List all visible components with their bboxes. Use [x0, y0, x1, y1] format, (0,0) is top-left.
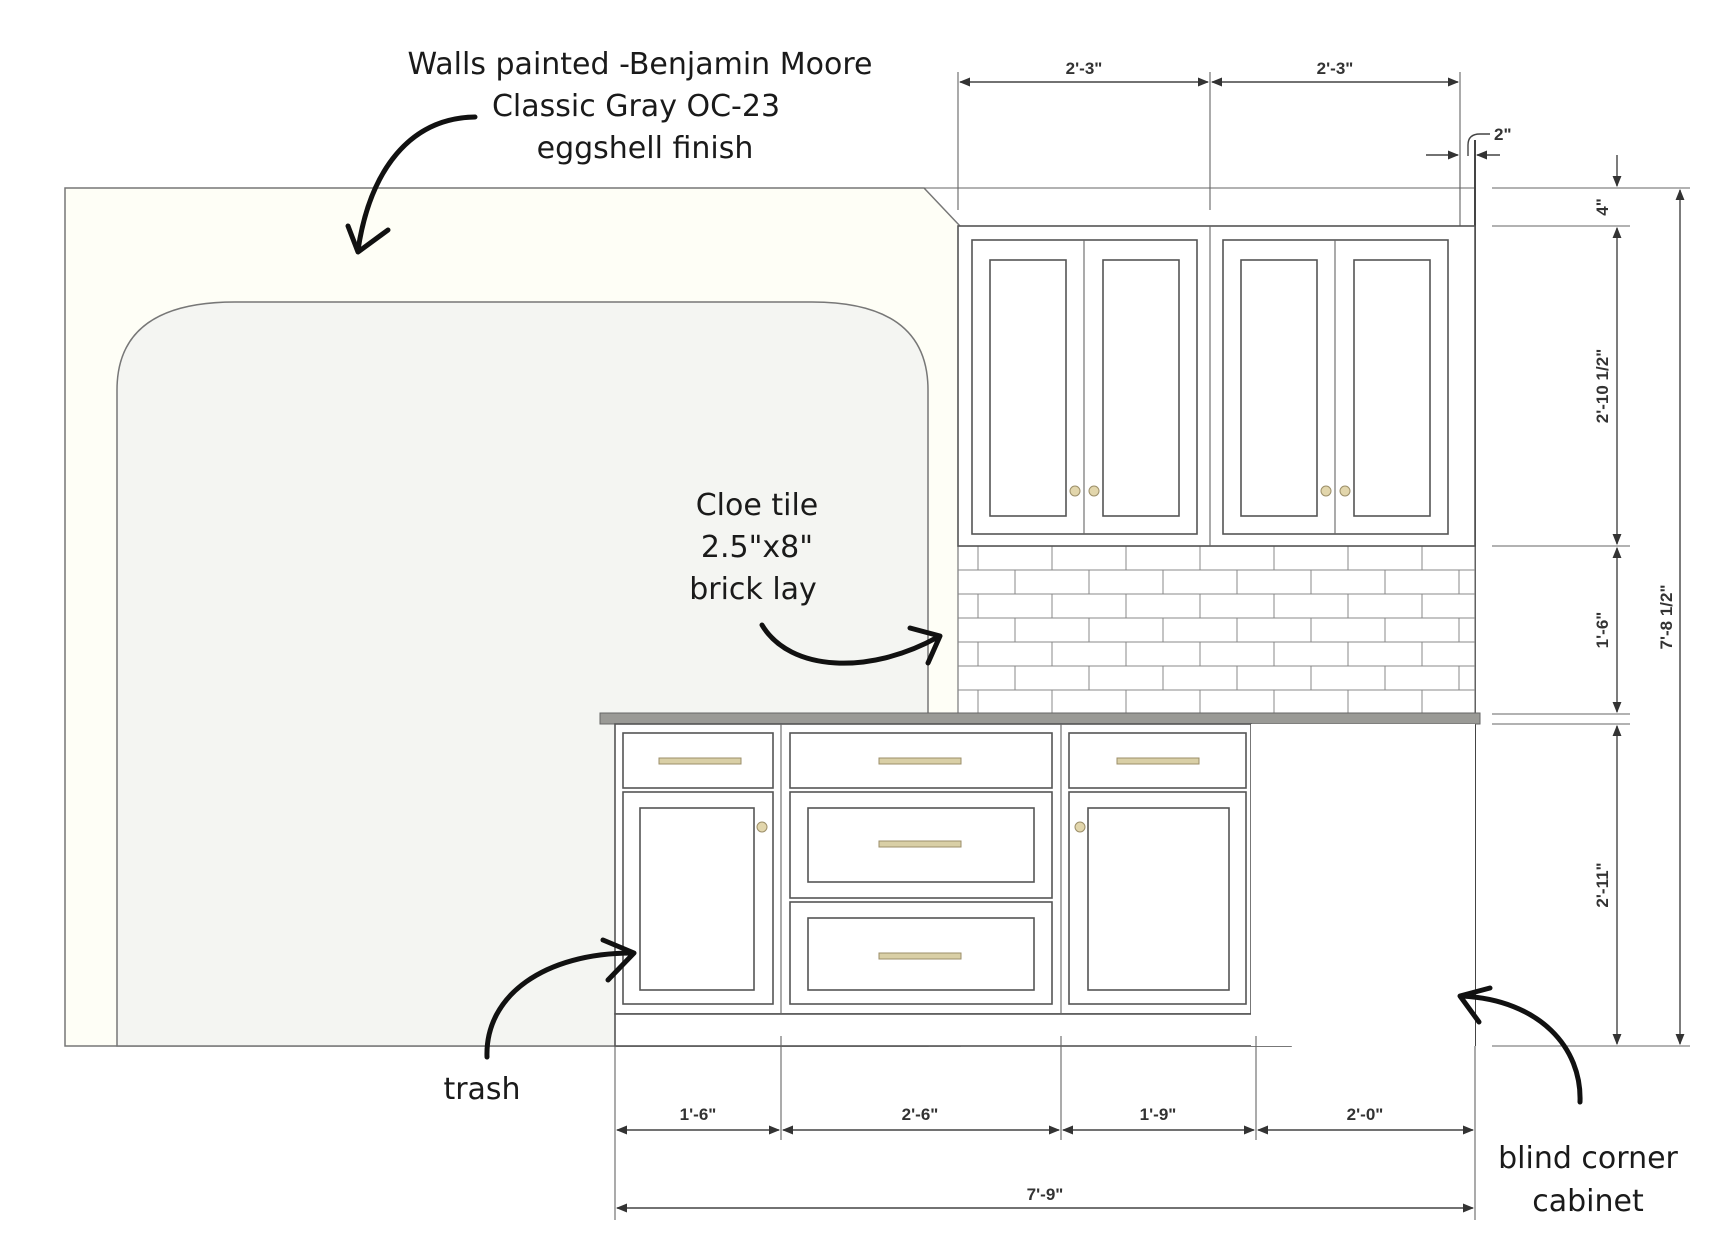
dim-backsplash-height: 1'-6"	[1593, 612, 1612, 649]
dim-upper-right-width: 2'-3"	[1317, 59, 1354, 78]
dim-side-gap: 2"	[1494, 125, 1512, 144]
walls-note-line-2: Classic Gray OC-23	[492, 89, 780, 124]
trash-pointer-arrow	[484, 937, 637, 1060]
dim-total-height: 7'-8 1/2"	[1657, 584, 1676, 649]
dim-base-1: 1'-6"	[680, 1105, 717, 1124]
walls-pointer-arrow	[345, 114, 478, 255]
upper-cabinets	[957, 225, 1476, 547]
dim-base-height: 2'-11"	[1593, 862, 1612, 907]
walls-note-line-1: Walls painted -Benjamin Moore	[408, 47, 873, 82]
blind-corner-note-line-1: blind corner	[1498, 1141, 1678, 1176]
blind-corner-pointer-arrow	[1457, 985, 1583, 1105]
backsplash-tile	[957, 545, 1476, 715]
countertop	[599, 712, 1481, 725]
trash-note: trash	[443, 1072, 520, 1107]
blind-corner-note-line-2: cabinet	[1532, 1184, 1644, 1219]
base-cabinets	[614, 723, 1475, 1047]
dim-top-gap: 4"	[1593, 198, 1612, 216]
dim-upper-left-width: 2'-3"	[1066, 59, 1103, 78]
tile-pointer-arrow	[759, 622, 943, 666]
tile-note-line-2: 2.5"x8"	[701, 530, 813, 565]
dim-base-2: 2'-6"	[902, 1105, 939, 1124]
walls-note-line-3: eggshell finish	[537, 131, 754, 166]
dim-base-4: 2'-0"	[1347, 1105, 1384, 1124]
tile-note-line-3: brick lay	[689, 572, 817, 607]
dim-upper-height: 2'-10 1/2"	[1593, 349, 1612, 423]
tile-note-line-1: Cloe tile	[696, 488, 819, 523]
dim-total-width: 7'-9"	[1027, 1185, 1064, 1204]
dim-base-3: 1'-9"	[1140, 1105, 1177, 1124]
